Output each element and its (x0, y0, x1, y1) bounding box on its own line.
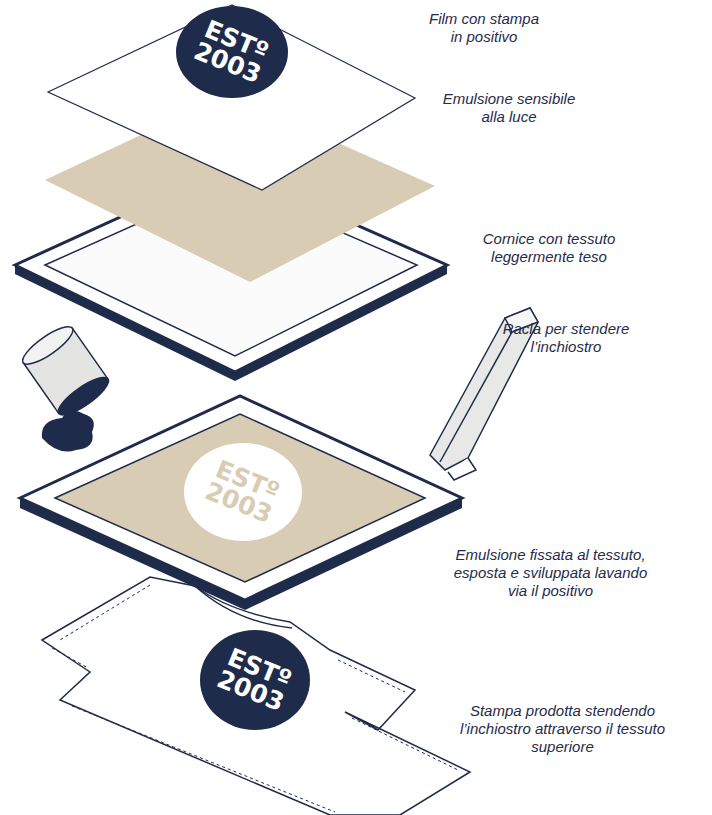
callout-label: Emulsione sensibile alla luce (438, 90, 580, 126)
film-sheet (48, 5, 415, 190)
callout-label: Stampa prodotta stendendo l’inchiostro a… (455, 702, 670, 756)
logo-text: ESTº 2003 (200, 456, 286, 528)
callout-label: Cornice con tessuto leggermente teso (478, 230, 620, 266)
ink-can (18, 321, 113, 452)
logo-circle: ESTº 2003 (200, 630, 310, 730)
logo-circle: ESTº 2003 (176, 6, 288, 98)
t-shirt (42, 577, 470, 815)
screen-frame-lower (20, 396, 462, 610)
callout-label: Racla per stendere l’inchiostro (500, 320, 632, 356)
callout-label: Emulsione fissata al tessuto, esposta e … (448, 546, 653, 600)
logo-circle: ESTº 2003 (184, 443, 302, 541)
logo-text: ESTº 2003 (212, 644, 298, 716)
logo-text: ESTº 2003 (189, 16, 275, 88)
callout-label: Film con stampa in positivo (428, 10, 540, 46)
